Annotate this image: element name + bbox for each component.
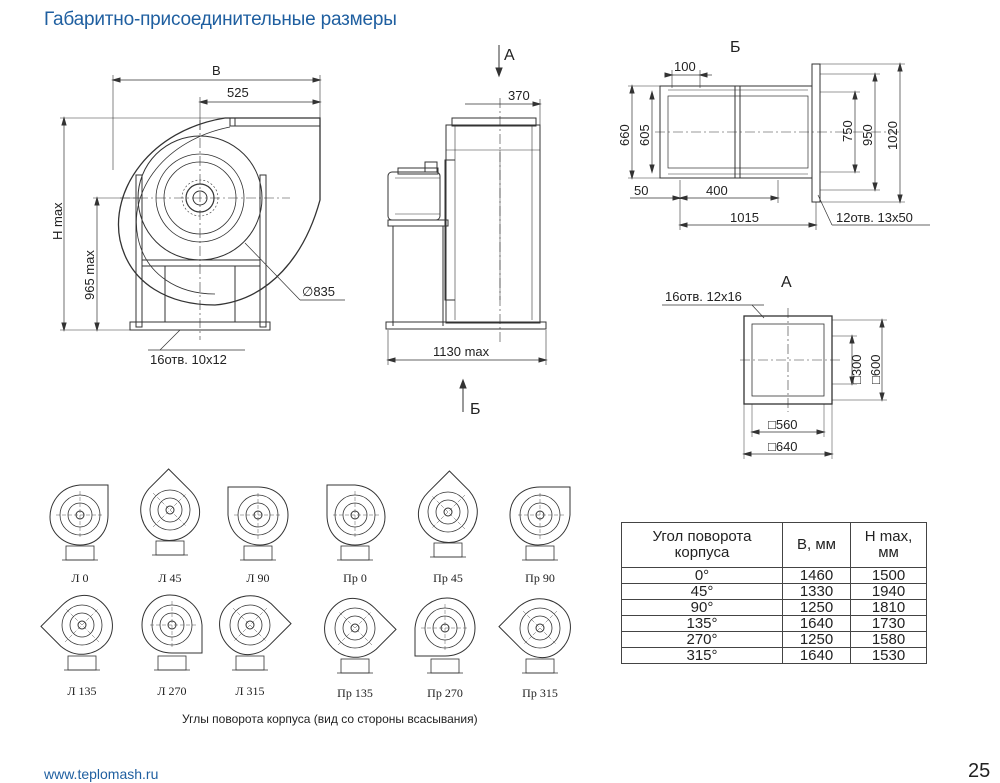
rotation-label: Л 90 bbox=[246, 571, 269, 585]
rotation-label: Пр 135 bbox=[337, 686, 373, 700]
view-b-dim-660: 660 bbox=[617, 124, 632, 146]
table-cell: 45° bbox=[621, 583, 783, 600]
rotation-label: Л 135 bbox=[67, 684, 96, 698]
table-cell: 270° bbox=[621, 631, 783, 648]
view-b-dim-400: 400 bbox=[706, 183, 728, 198]
rotation-label: Пр 270 bbox=[427, 686, 463, 700]
rotation-label: Пр 0 bbox=[343, 571, 367, 585]
view-b-dim-1020: 1020 bbox=[885, 121, 900, 150]
dimensions-table: Угол поворота корпуса B, мм H max, мм 0°… bbox=[621, 522, 927, 664]
rotation-label: Л 0 bbox=[71, 571, 88, 585]
table-cell: 1330 bbox=[782, 583, 851, 600]
table-cell: 0° bbox=[621, 567, 783, 584]
view-b-label: Б bbox=[730, 39, 741, 56]
rotation-label: Л 270 bbox=[157, 684, 186, 698]
rotation-label: Пр 315 bbox=[522, 686, 558, 700]
rotation-thumbnail: Л 270 bbox=[141, 594, 203, 698]
front-holes-label: 16отв. 10х12 bbox=[150, 352, 227, 367]
table-cell: 315° bbox=[621, 647, 783, 664]
table-cell: 1500 bbox=[850, 567, 927, 584]
rotation-thumbnail: Пр 0 bbox=[326, 484, 386, 585]
view-b-dim-750: 750 bbox=[840, 120, 855, 142]
table-cell: 90° bbox=[621, 599, 783, 616]
front-dim-525: 525 bbox=[227, 85, 249, 100]
view-b-dim-50: 50 bbox=[634, 183, 648, 198]
table-cell: 135° bbox=[621, 615, 783, 632]
front-dim-b: B bbox=[212, 63, 221, 78]
rotation-thumbnail: Л 90 bbox=[227, 486, 289, 585]
front-dim-diameter: ∅835 bbox=[302, 284, 335, 299]
rotation-label: Пр 45 bbox=[433, 571, 463, 585]
side-view-drawing bbox=[385, 45, 548, 412]
table-cell: 1250 bbox=[782, 631, 851, 648]
rotation-thumbnails: Л 0 Л 45 Л 90 Пр 0 Пр 45 Пр 90 Л 135 Л 270 Л 315… bbox=[40, 468, 571, 700]
rotation-thumbnail: Пр 315 bbox=[498, 598, 571, 700]
table-cell: 1580 bbox=[850, 631, 927, 648]
rotation-caption: Углы поворота корпуса (вид со стороны вс… bbox=[182, 712, 478, 726]
view-b-dim-1015: 1015 bbox=[730, 210, 759, 225]
rotation-thumbnail: Л 135 bbox=[40, 594, 113, 698]
view-a-dim-300: □300 bbox=[849, 354, 864, 384]
side-arrow-a: A bbox=[504, 47, 515, 64]
view-a-dim-640: □640 bbox=[768, 439, 798, 454]
front-dim-h-max: H max bbox=[50, 202, 65, 240]
view-a-holes-label: 16отв. 12х16 bbox=[665, 289, 742, 304]
rotation-thumbnail: Л 315 bbox=[219, 595, 292, 698]
table-cell: 1940 bbox=[850, 583, 927, 600]
table-cell: 1250 bbox=[782, 599, 851, 616]
front-view-drawing bbox=[60, 75, 345, 351]
table-cell: 1460 bbox=[782, 567, 851, 584]
table-header-b: B, мм bbox=[782, 522, 851, 568]
rotation-thumbnail: Пр 135 bbox=[324, 597, 397, 700]
table-header-h: H max, мм bbox=[850, 522, 927, 568]
side-arrow-b: Б bbox=[470, 401, 481, 418]
view-b-drawing bbox=[628, 62, 930, 230]
page-title: Габаритно-присоединительные размеры bbox=[44, 9, 397, 30]
rotation-thumbnail: Л 45 bbox=[140, 468, 201, 585]
page-number: 25 bbox=[968, 760, 991, 782]
rotation-thumbnail: Пр 45 bbox=[417, 470, 478, 585]
rotation-thumbnail: Пр 270 bbox=[414, 597, 476, 700]
front-dim-965: 965 max bbox=[82, 250, 97, 300]
view-a-dim-600: □600 bbox=[868, 354, 883, 384]
view-b-dim-100: 100 bbox=[674, 59, 696, 74]
view-a-drawing bbox=[662, 304, 887, 459]
rotation-label: Л 45 bbox=[158, 571, 181, 585]
view-b-dim-950: 950 bbox=[860, 124, 875, 146]
view-b-dim-605: 605 bbox=[637, 124, 652, 146]
table-cell: 1810 bbox=[850, 599, 927, 616]
table-header-angle: Угол поворота корпуса bbox=[621, 522, 783, 568]
table-cell: 1530 bbox=[850, 647, 927, 664]
table-cell: 1640 bbox=[782, 615, 851, 632]
view-a-label: A bbox=[781, 274, 792, 291]
rotation-label: Пр 90 bbox=[525, 571, 555, 585]
rotation-thumbnail: Л 0 bbox=[49, 484, 109, 585]
rotation-thumbnail: Пр 90 bbox=[509, 486, 571, 585]
footer-url[interactable]: www.teplomash.ru bbox=[44, 766, 159, 782]
rotation-label: Л 315 bbox=[235, 684, 264, 698]
side-dim-1130: 1130 max bbox=[433, 344, 490, 359]
view-b-holes-label: 12отв. 13х50 bbox=[836, 210, 913, 225]
view-a-dim-560: □560 bbox=[768, 417, 798, 432]
side-dim-370: 370 bbox=[508, 88, 530, 103]
table-cell: 1640 bbox=[782, 647, 851, 664]
table-cell: 1730 bbox=[850, 615, 927, 632]
